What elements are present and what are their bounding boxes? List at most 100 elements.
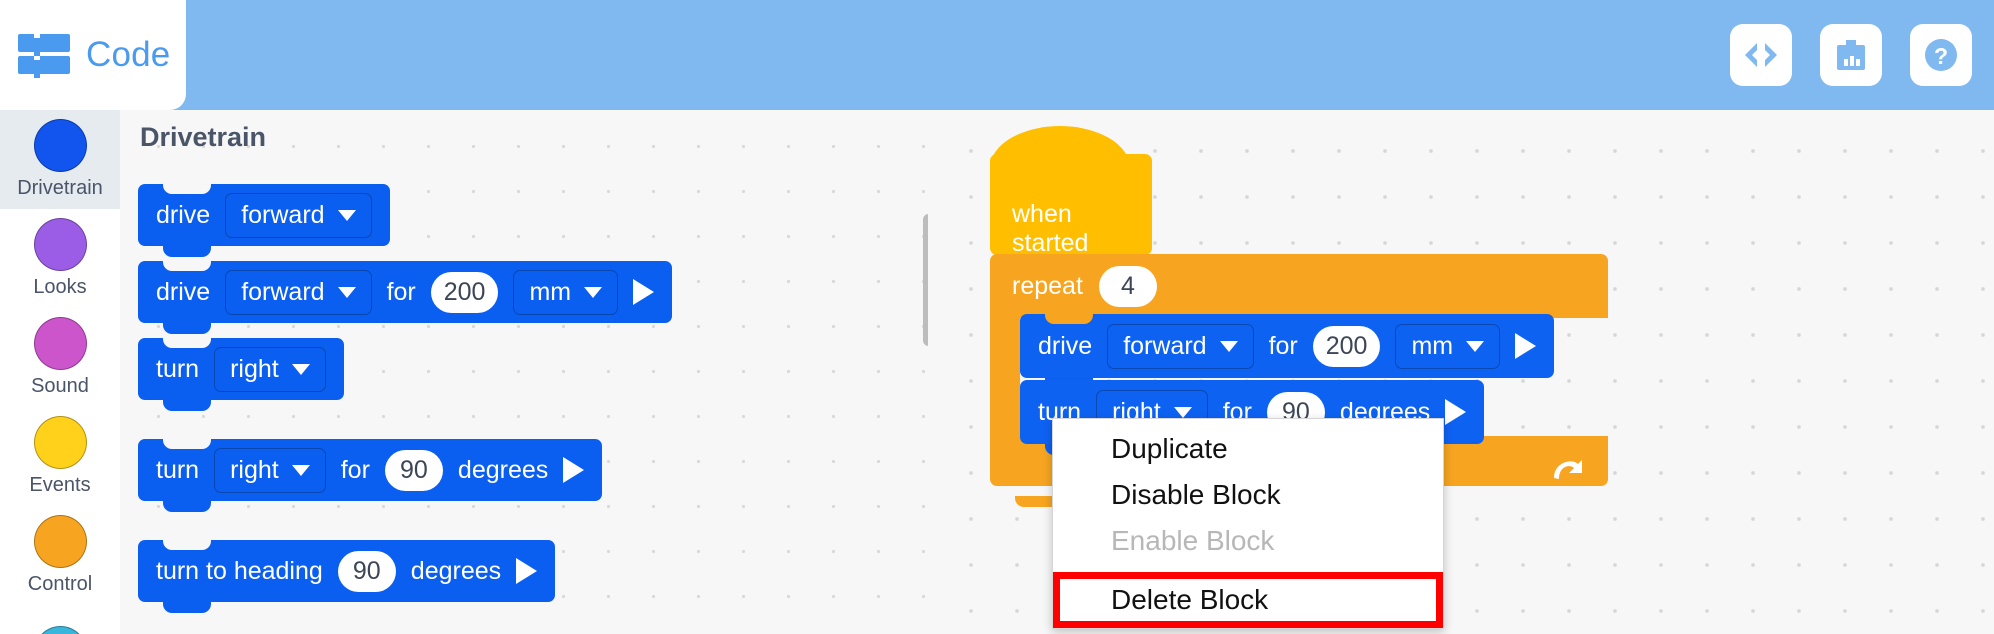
- block-notch-top: [163, 337, 211, 348]
- block-label: turn: [156, 354, 200, 383]
- code-brackets-icon: [1745, 43, 1777, 67]
- app-logo-tab[interactable]: Code: [0, 0, 186, 110]
- sidebar-item-sound[interactable]: Sound: [0, 308, 120, 407]
- palette-turn-right-for-block[interactable]: turn right for 90 degrees: [138, 438, 603, 512]
- help-button[interactable]: ?: [1910, 24, 1972, 86]
- run-block-icon[interactable]: [1445, 399, 1467, 425]
- chevron-down-icon: [291, 464, 310, 476]
- block-notch-top: [163, 438, 211, 449]
- block-notch-top: [163, 260, 211, 271]
- top-bar-actions: ?: [1730, 24, 1972, 86]
- sidebar-item-label: Control: [27, 573, 93, 595]
- dropdown-value: forward: [1123, 331, 1207, 360]
- block-notch-bottom: [163, 501, 211, 512]
- events-color-dot: [33, 416, 87, 469]
- block-notch-bottom: [163, 323, 211, 334]
- block-label-units: degrees: [410, 556, 502, 585]
- distance-input[interactable]: 200: [1312, 325, 1381, 367]
- dropdown-value: forward: [241, 277, 325, 306]
- block-notch-top: [163, 539, 211, 550]
- sidebar-item-control[interactable]: Control: [0, 506, 120, 605]
- chevron-down-icon: [337, 286, 356, 298]
- chevron-down-icon: [291, 363, 310, 375]
- run-block-icon[interactable]: [563, 457, 585, 483]
- run-block-icon[interactable]: [1515, 333, 1537, 359]
- sidebar-item-sensing[interactable]: [0, 605, 120, 634]
- unit-dropdown[interactable]: mm: [513, 269, 619, 315]
- block-label: drive: [1038, 331, 1093, 360]
- question-mark-icon: ?: [1925, 39, 1957, 71]
- sidebar-item-label: Drivetrain: [17, 177, 103, 199]
- repeat-label: repeat: [1012, 271, 1083, 300]
- block-notch-bottom: [163, 246, 211, 257]
- when-started-label: when started: [1012, 200, 1089, 257]
- block-label-for: for: [340, 455, 370, 484]
- vex-blocks-logo-icon: [18, 34, 70, 78]
- sidebar-item-label: Sound: [31, 375, 89, 397]
- repeat-count-input[interactable]: 4: [1098, 265, 1157, 307]
- block-label-units: degrees: [457, 455, 549, 484]
- run-block-icon[interactable]: [633, 279, 655, 305]
- hat-body-shape: [990, 154, 1152, 255]
- data-monitor-icon: [1837, 40, 1865, 70]
- angle-input[interactable]: 90: [384, 449, 443, 491]
- palette-turn-right-block[interactable]: turn right: [138, 337, 344, 411]
- looks-color-dot: [33, 218, 87, 271]
- chevron-down-icon: [1173, 406, 1192, 418]
- chevron-down-icon: [1219, 340, 1238, 352]
- dropdown-value: right: [230, 354, 279, 383]
- loop-arrow-icon: [1554, 460, 1582, 479]
- block-label-for: for: [386, 277, 416, 306]
- repeat-left-arm: [990, 314, 1020, 438]
- run-block-icon[interactable]: [516, 558, 538, 584]
- monitor-button[interactable]: [1820, 24, 1882, 86]
- context-menu-item-enable-block: Enable Block: [1111, 525, 1275, 556]
- heading-input[interactable]: 90: [337, 550, 396, 592]
- direction-dropdown[interactable]: right: [214, 447, 326, 493]
- category-sidebar[interactable]: Drivetrain Looks Sound Events Control: [0, 110, 120, 634]
- context-menu-item-duplicate[interactable]: Duplicate: [1111, 433, 1228, 464]
- block-label-for: for: [1268, 331, 1298, 360]
- block-label: turn to heading: [156, 556, 323, 585]
- direction-dropdown[interactable]: forward: [225, 192, 372, 238]
- block-notch-top: [163, 183, 211, 194]
- chevron-down-icon: [337, 209, 356, 221]
- app-title: Code: [86, 35, 171, 74]
- block-label: drive: [156, 200, 211, 229]
- block-notch-bottom: [1015, 496, 1063, 507]
- palette-turn-to-heading-block[interactable]: turn to heading 90 degrees: [138, 539, 556, 613]
- sidebar-item-events[interactable]: Events: [0, 407, 120, 506]
- block-palette[interactable]: Drivetrain drive forward drive forward: [120, 110, 928, 634]
- palette-drive-forward-for-block[interactable]: drive forward for 200 mm: [138, 260, 673, 334]
- direction-dropdown[interactable]: forward: [1107, 323, 1254, 369]
- block-notch-bottom: [163, 400, 211, 411]
- sidebar-item-looks[interactable]: Looks: [0, 209, 120, 308]
- direction-dropdown[interactable]: forward: [225, 269, 372, 315]
- svg-text:?: ?: [1934, 43, 1948, 69]
- context-menu-item-disable-block[interactable]: Disable Block: [1111, 479, 1281, 510]
- palette-drive-forward-block[interactable]: drive forward: [138, 183, 390, 257]
- drivetrain-color-dot: [33, 119, 87, 172]
- when-started-block[interactable]: when started: [990, 126, 1152, 266]
- palette-title: Drivetrain: [140, 122, 267, 152]
- sound-color-dot: [33, 317, 87, 370]
- repeat-header[interactable]: repeat 4: [990, 254, 1608, 318]
- sidebar-item-label: Looks: [33, 276, 87, 298]
- distance-input[interactable]: 200: [430, 271, 499, 313]
- view-code-button[interactable]: [1730, 24, 1792, 86]
- ws-drive-forward-block[interactable]: drive forward for 200 mm: [1020, 313, 1555, 389]
- top-bar: Code ?: [0, 0, 1994, 110]
- block-context-menu[interactable]: Duplicate Disable Block Enable Block Del…: [1052, 418, 1444, 629]
- context-menu-item-delete-block[interactable]: Delete Block: [1053, 572, 1443, 628]
- direction-dropdown[interactable]: right: [214, 346, 326, 392]
- control-color-dot: [33, 515, 87, 568]
- block-notch-top: [1045, 313, 1093, 324]
- sidebar-item-label: Events: [29, 474, 91, 496]
- unit-dropdown[interactable]: mm: [1395, 323, 1501, 369]
- block-label: drive: [156, 277, 211, 306]
- sidebar-item-drivetrain[interactable]: Drivetrain: [0, 110, 120, 209]
- dropdown-value: mm: [529, 277, 572, 306]
- dropdown-value: mm: [1411, 331, 1454, 360]
- chevron-down-icon: [1466, 340, 1485, 352]
